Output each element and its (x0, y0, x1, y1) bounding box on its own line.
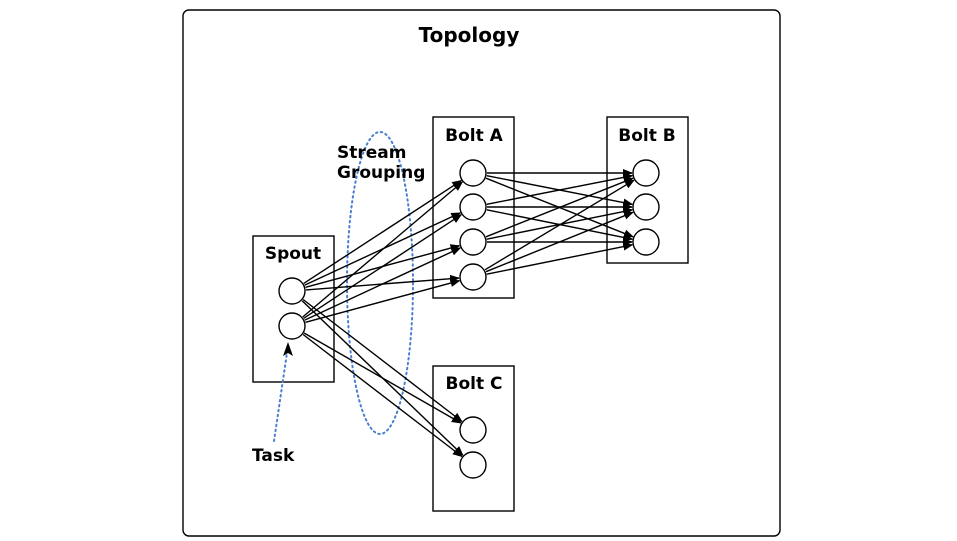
edge-spout-1-to-boltA-1 (303, 214, 463, 319)
edge-spout-1-to-boltA-0 (302, 181, 464, 318)
task-nodes (278, 159, 660, 479)
bolt-c-label: Bolt C (446, 374, 503, 394)
edge-boltA-3-to-boltB-0 (484, 179, 635, 271)
boltB-task-node-3 (632, 228, 660, 256)
boltA-task-node-2 (459, 193, 487, 221)
boltA-task-node-4 (459, 263, 487, 291)
boltA-task-node-1 (459, 159, 487, 187)
stream-edges (301, 169, 635, 458)
edge-spout-1-to-boltC-0 (303, 332, 462, 424)
boltB-task-node-2 (632, 193, 660, 221)
edge-boltA-1-to-boltB-0 (486, 173, 634, 205)
topology-frame (182, 9, 781, 537)
edge-spout-0-to-boltC-0 (302, 298, 463, 423)
edge-spout-1-to-boltA-2 (304, 247, 462, 321)
task-pointer-arrowhead (283, 342, 293, 356)
boltA-task-node-3 (459, 228, 487, 256)
edge-boltA-3-to-boltB-2 (486, 242, 634, 275)
spout-task-node-1 (278, 277, 306, 305)
spout-box (252, 235, 335, 383)
boltC-task-node-2 (459, 451, 487, 479)
stream-grouping-ellipse (346, 131, 414, 435)
topology-title: Topology (419, 23, 520, 47)
task-pointer-line (273, 345, 289, 442)
bolt-c-box (432, 365, 515, 512)
spout-label: Spout (265, 244, 321, 264)
edge-spout-0-to-boltA-0 (303, 180, 463, 284)
stream-grouping-label-line1: Stream (337, 143, 406, 163)
edge-boltA-2-to-boltB-0 (485, 177, 634, 238)
edge-spout-1-to-boltA-3 (305, 279, 461, 323)
bolt-b-label: Bolt B (618, 126, 675, 146)
boltC-task-node-1 (459, 416, 487, 444)
edge-spout-1-to-boltC-1 (302, 333, 463, 458)
task-label: Task (252, 446, 295, 466)
boltB-task-node-1 (632, 159, 660, 187)
stream-grouping-label-line2: Grouping (337, 163, 425, 183)
spout-task-node-2 (278, 312, 306, 340)
edge-boltA-3-to-boltB-1 (485, 211, 634, 273)
bolt-a-label: Bolt A (445, 126, 504, 146)
bolt-b-box (606, 116, 689, 264)
